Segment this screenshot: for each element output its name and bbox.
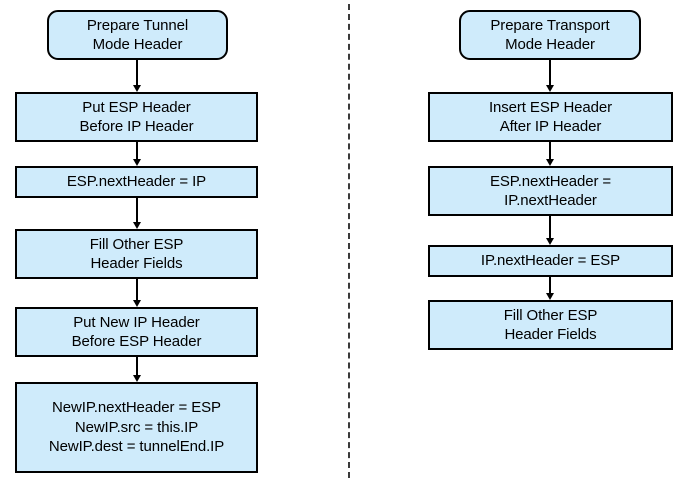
node-tunnel-step-5[interactable]: NewIP.nextHeader = ESP NewIP.src = this.… — [15, 382, 258, 473]
arrowhead-transport-2 — [545, 159, 554, 166]
connector-transport-start-to-step-1 — [549, 60, 551, 85]
arrowhead-tunnel-1 — [132, 85, 141, 92]
arrowhead-tunnel-5 — [132, 375, 141, 382]
connector-tunnel-step-4-to-step-5 — [136, 357, 138, 375]
connector-tunnel-step-3-to-step-4 — [136, 279, 138, 300]
arrowhead-tunnel-3 — [132, 222, 141, 229]
node-transport-step-2[interactable]: ESP.nextHeader = IP.nextHeader — [428, 166, 673, 216]
node-transport-step-3[interactable]: IP.nextHeader = ESP — [428, 245, 673, 277]
connector-tunnel-step-1-to-step-2 — [136, 142, 138, 159]
node-transport-step-1[interactable]: Insert ESP Header After IP Header — [428, 92, 673, 142]
arrowhead-tunnel-4 — [132, 300, 141, 307]
column-divider — [348, 4, 350, 478]
node-tunnel-step-3[interactable]: Fill Other ESP Header Fields — [15, 229, 258, 279]
node-tunnel-step-4[interactable]: Put New IP Header Before ESP Header — [15, 307, 258, 357]
connector-transport-step-2-to-step-3 — [549, 216, 551, 238]
node-transport-step-4[interactable]: Fill Other ESP Header Fields — [428, 300, 673, 350]
connector-transport-step-1-to-step-2 — [549, 142, 551, 159]
connector-tunnel-start-to-step-1 — [136, 60, 138, 85]
node-tunnel-step-1[interactable]: Put ESP Header Before IP Header — [15, 92, 258, 142]
node-tunnel-start[interactable]: Prepare Tunnel Mode Header — [47, 10, 228, 60]
connector-tunnel-step-2-to-step-3 — [136, 198, 138, 222]
node-transport-start[interactable]: Prepare Transport Mode Header — [459, 10, 641, 60]
arrowhead-transport-3 — [545, 238, 554, 245]
connector-transport-step-3-to-step-4 — [549, 277, 551, 293]
arrowhead-tunnel-2 — [132, 159, 141, 166]
arrowhead-transport-1 — [545, 85, 554, 92]
node-tunnel-step-2[interactable]: ESP.nextHeader = IP — [15, 166, 258, 198]
arrowhead-transport-4 — [545, 293, 554, 300]
